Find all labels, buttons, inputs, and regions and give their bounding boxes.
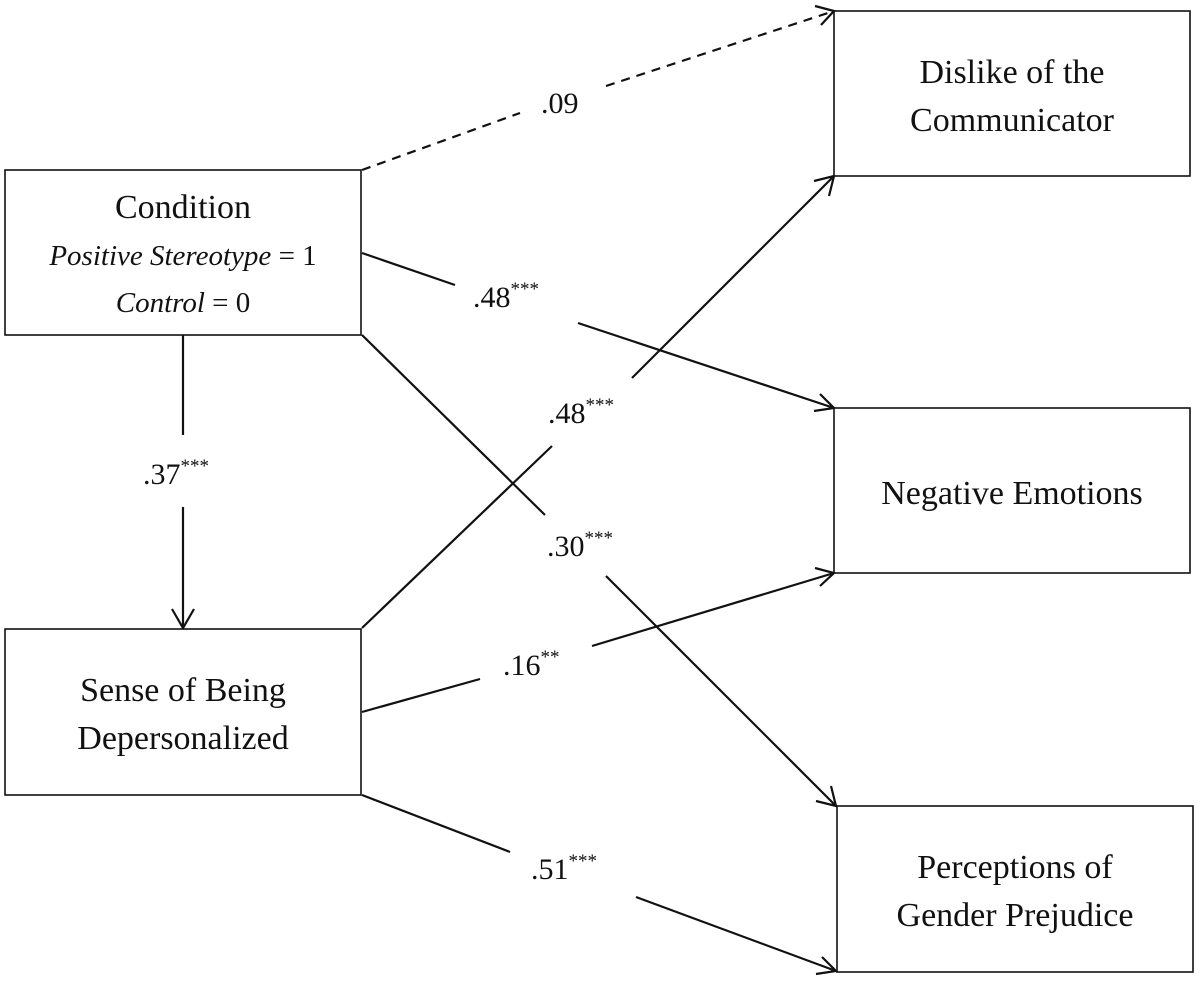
node-depersonalized-line1: Sense of Being [80, 672, 286, 709]
node-dislike: Dislike of the Communicator [833, 10, 1191, 177]
node-depersonalized: Sense of Being Depersonalized [4, 628, 362, 796]
node-negative-emotions: Negative Emotions [833, 407, 1191, 574]
node-dislike-line2: Communicator [910, 102, 1115, 139]
path-condition-to-emotions [361, 251, 837, 413]
node-condition-line3: Control = 0 [116, 287, 251, 319]
node-condition-title: Condition [115, 189, 251, 226]
coef-depersonalized-prejudice: .51*** [531, 851, 597, 886]
path-depersonalized-to-emotions [361, 566, 837, 714]
coef-condition-depersonalized: .37*** [143, 456, 209, 491]
node-gender-prejudice-line1: Perceptions of [917, 849, 1113, 886]
coef-condition-prejudice: .30*** [547, 528, 613, 563]
coef-depersonalized-dislike: .48*** [548, 395, 614, 430]
coef-condition-emotions: .48*** [473, 279, 539, 314]
path-condition-to-prejudice [361, 334, 838, 808]
coef-depersonalized-emotions: .16** [503, 647, 560, 682]
node-condition-line2: Positive Stereotype = 1 [48, 240, 316, 272]
path-depersonalized-to-prejudice [361, 793, 839, 976]
path-condition-to-dislike [361, 4, 837, 172]
node-condition: Condition Positive Stereotype = 1 Contro… [4, 169, 362, 336]
node-gender-prejudice: Perceptions of Gender Prejudice [836, 805, 1194, 973]
node-gender-prejudice-line2: Gender Prejudice [897, 897, 1134, 934]
path-condition-to-depersonalized [171, 335, 195, 631]
node-depersonalized-line2: Depersonalized [77, 720, 288, 757]
node-negative-emotions-label: Negative Emotions [881, 475, 1143, 512]
node-dislike-line1: Dislike of the [919, 54, 1104, 91]
coef-condition-dislike: .09 [541, 87, 579, 120]
